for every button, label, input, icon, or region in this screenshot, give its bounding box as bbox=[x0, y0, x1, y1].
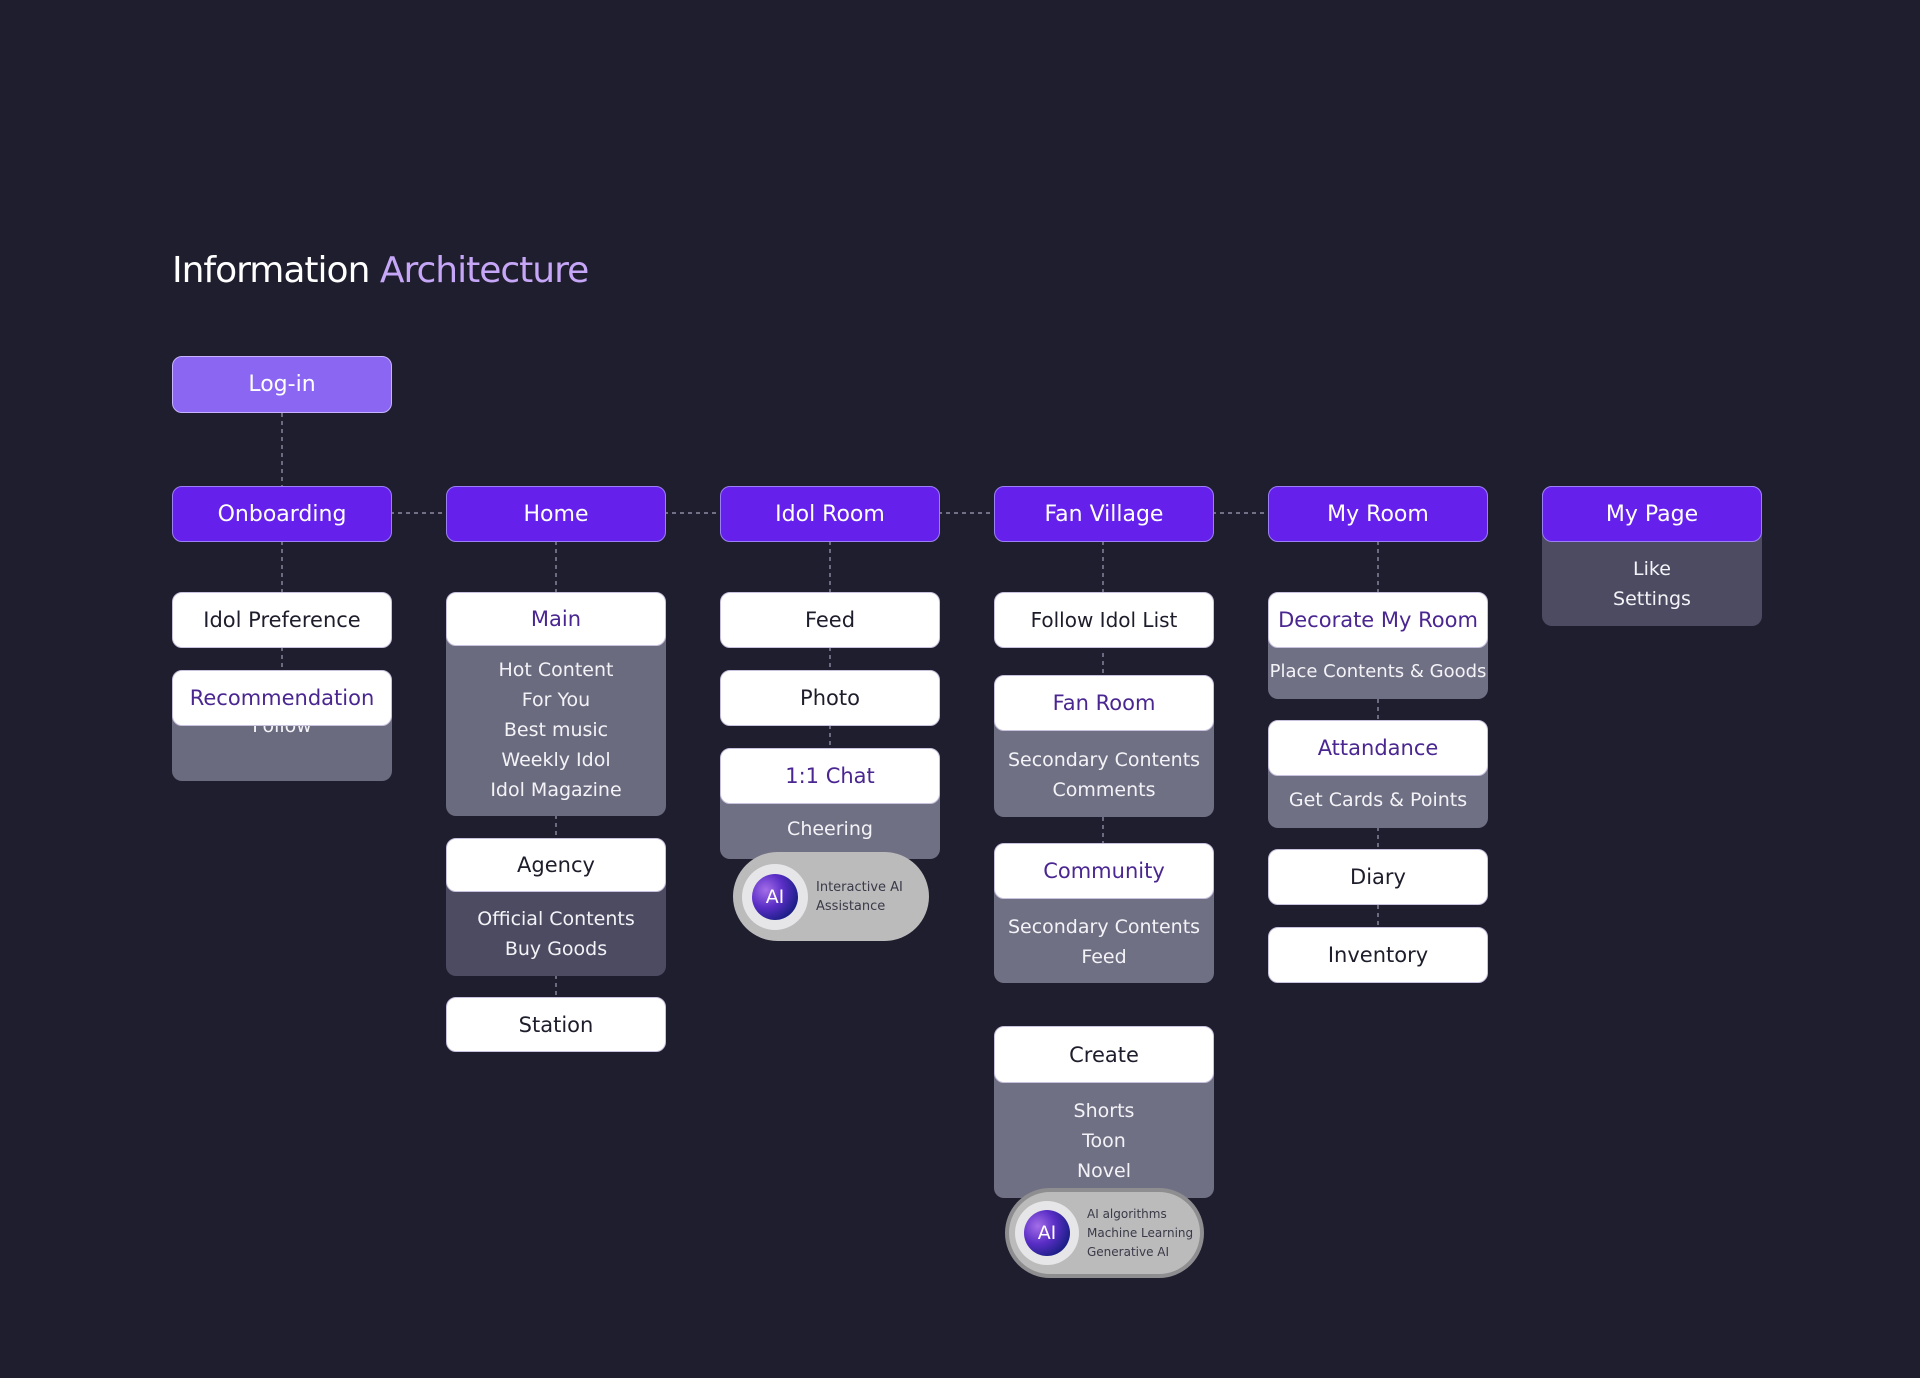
node-follow-idol-list: Follow Idol List bbox=[994, 592, 1214, 648]
node-idol-preference: Idol Preference bbox=[172, 592, 392, 648]
main-item: Best music bbox=[503, 719, 609, 741]
attendance-item: Get Cards & Points bbox=[1288, 789, 1468, 811]
create-item: Novel bbox=[1076, 1160, 1132, 1182]
login-node: Log-in bbox=[172, 356, 392, 413]
node-fan-room: Fan Room bbox=[994, 675, 1214, 731]
main-item: Weekly Idol bbox=[501, 749, 611, 771]
ai-logo-ring: AI bbox=[1015, 1201, 1079, 1265]
node-decorate-my-room: Decorate My Room bbox=[1268, 592, 1488, 648]
my-page-item: Settings bbox=[1613, 588, 1691, 610]
node-station: Station bbox=[446, 997, 666, 1052]
node-diary: Diary bbox=[1268, 849, 1488, 905]
category-idol-room: Idol Room bbox=[720, 486, 940, 542]
node-recommendation: Recommendation bbox=[172, 670, 392, 726]
my-page-item: Like bbox=[1633, 558, 1671, 580]
ai-logo-icon: AI bbox=[1024, 1210, 1070, 1256]
community-item: Secondary Contents bbox=[1007, 916, 1201, 938]
create-item: Toon bbox=[1082, 1130, 1126, 1152]
category-my-page-header: My Page bbox=[1542, 486, 1762, 542]
node-create: Create bbox=[994, 1026, 1214, 1083]
node-feed: Feed bbox=[720, 592, 940, 648]
decorate-item: Place Contents & Goods bbox=[1269, 661, 1487, 682]
node-inventory: Inventory bbox=[1268, 927, 1488, 983]
my-page-panel: Like Settings bbox=[1542, 530, 1762, 626]
category-fan-village: Fan Village bbox=[994, 486, 1214, 542]
main-panel: Hot Content For You Best music Weekly Id… bbox=[446, 620, 666, 816]
node-agency: Agency bbox=[446, 838, 666, 892]
ai-logo-ring: AI bbox=[742, 863, 808, 930]
fan-room-item: Comments bbox=[1052, 779, 1156, 801]
agency-item: Official Contents bbox=[477, 908, 635, 930]
main-item: Idol Magazine bbox=[490, 779, 622, 801]
ai-logo-icon: AI bbox=[752, 873, 798, 920]
main-item: Hot Content bbox=[498, 659, 614, 681]
category-onboarding: Onboarding bbox=[172, 486, 392, 542]
category-my-room: My Room bbox=[1268, 486, 1488, 542]
page-title: Information Architecture bbox=[172, 250, 589, 291]
category-home: Home bbox=[446, 486, 666, 542]
main-item: For You bbox=[521, 689, 591, 711]
community-item: Feed bbox=[1081, 946, 1127, 968]
node-community: Community bbox=[994, 843, 1214, 899]
agency-item: Buy Goods bbox=[504, 938, 608, 960]
create-item: Shorts bbox=[1073, 1100, 1135, 1122]
ai-badge-text: AI algorithms Machine Learning Generativ… bbox=[1087, 1206, 1194, 1259]
node-photo: Photo bbox=[720, 670, 940, 726]
fan-room-item: Secondary Contents bbox=[1007, 749, 1201, 771]
node-main: Main bbox=[446, 592, 666, 646]
ai-assistance-badge: AI Interactive AI Assistance bbox=[733, 852, 929, 941]
ai-generative-badge: AI AI algorithms Machine Learning Genera… bbox=[1005, 1188, 1204, 1278]
node-attendance: Attandance bbox=[1268, 720, 1488, 776]
ai-badge-text: Interactive AI Assistance bbox=[816, 879, 903, 914]
node-chat: 1:1 Chat bbox=[720, 748, 940, 804]
chat-item: Cheering bbox=[787, 818, 873, 840]
